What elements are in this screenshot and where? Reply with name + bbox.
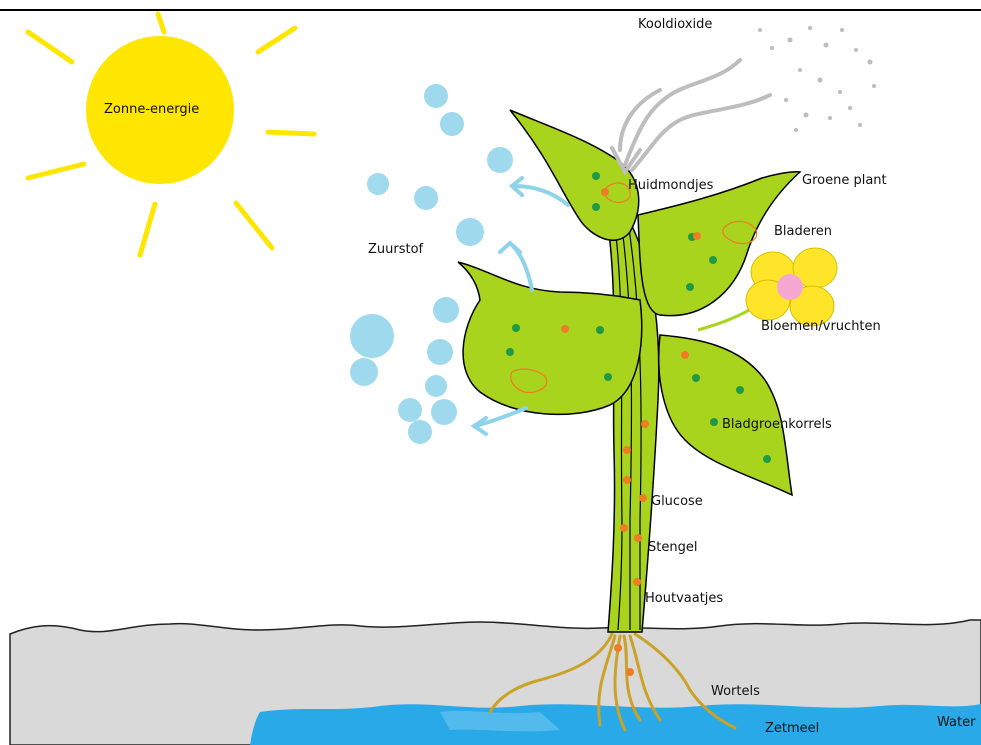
flower xyxy=(746,248,837,326)
label-xylem: Houtvaatjes xyxy=(645,592,723,605)
label-flowers: Bloemen/vruchten xyxy=(761,320,881,333)
label-starch: Zetmeel xyxy=(765,722,819,735)
label-stomata: Huidmondjes xyxy=(628,179,713,192)
water-shade xyxy=(440,711,560,732)
water xyxy=(250,704,981,745)
co2-particles xyxy=(758,26,876,132)
label-roots: Wortels xyxy=(711,685,760,698)
co2-arrows xyxy=(612,60,770,172)
label-co2: Kooldioxide xyxy=(638,18,712,31)
sun xyxy=(28,14,314,255)
label-leaves: Bladeren xyxy=(774,225,832,238)
leaf-lower-right xyxy=(659,335,792,495)
leaf-top xyxy=(510,110,639,240)
label-water: Water xyxy=(937,716,975,729)
label-chloroplasts: Bladgroenkorrels xyxy=(722,418,832,431)
label-oxygen: Zuurstof xyxy=(368,243,423,256)
label-sun: Zonne-energie xyxy=(104,103,199,116)
label-stem: Stengel xyxy=(648,541,697,554)
flower-center xyxy=(777,274,803,300)
label-glucose: Glucose xyxy=(651,495,703,508)
label-plant: Groene plant xyxy=(802,174,887,187)
